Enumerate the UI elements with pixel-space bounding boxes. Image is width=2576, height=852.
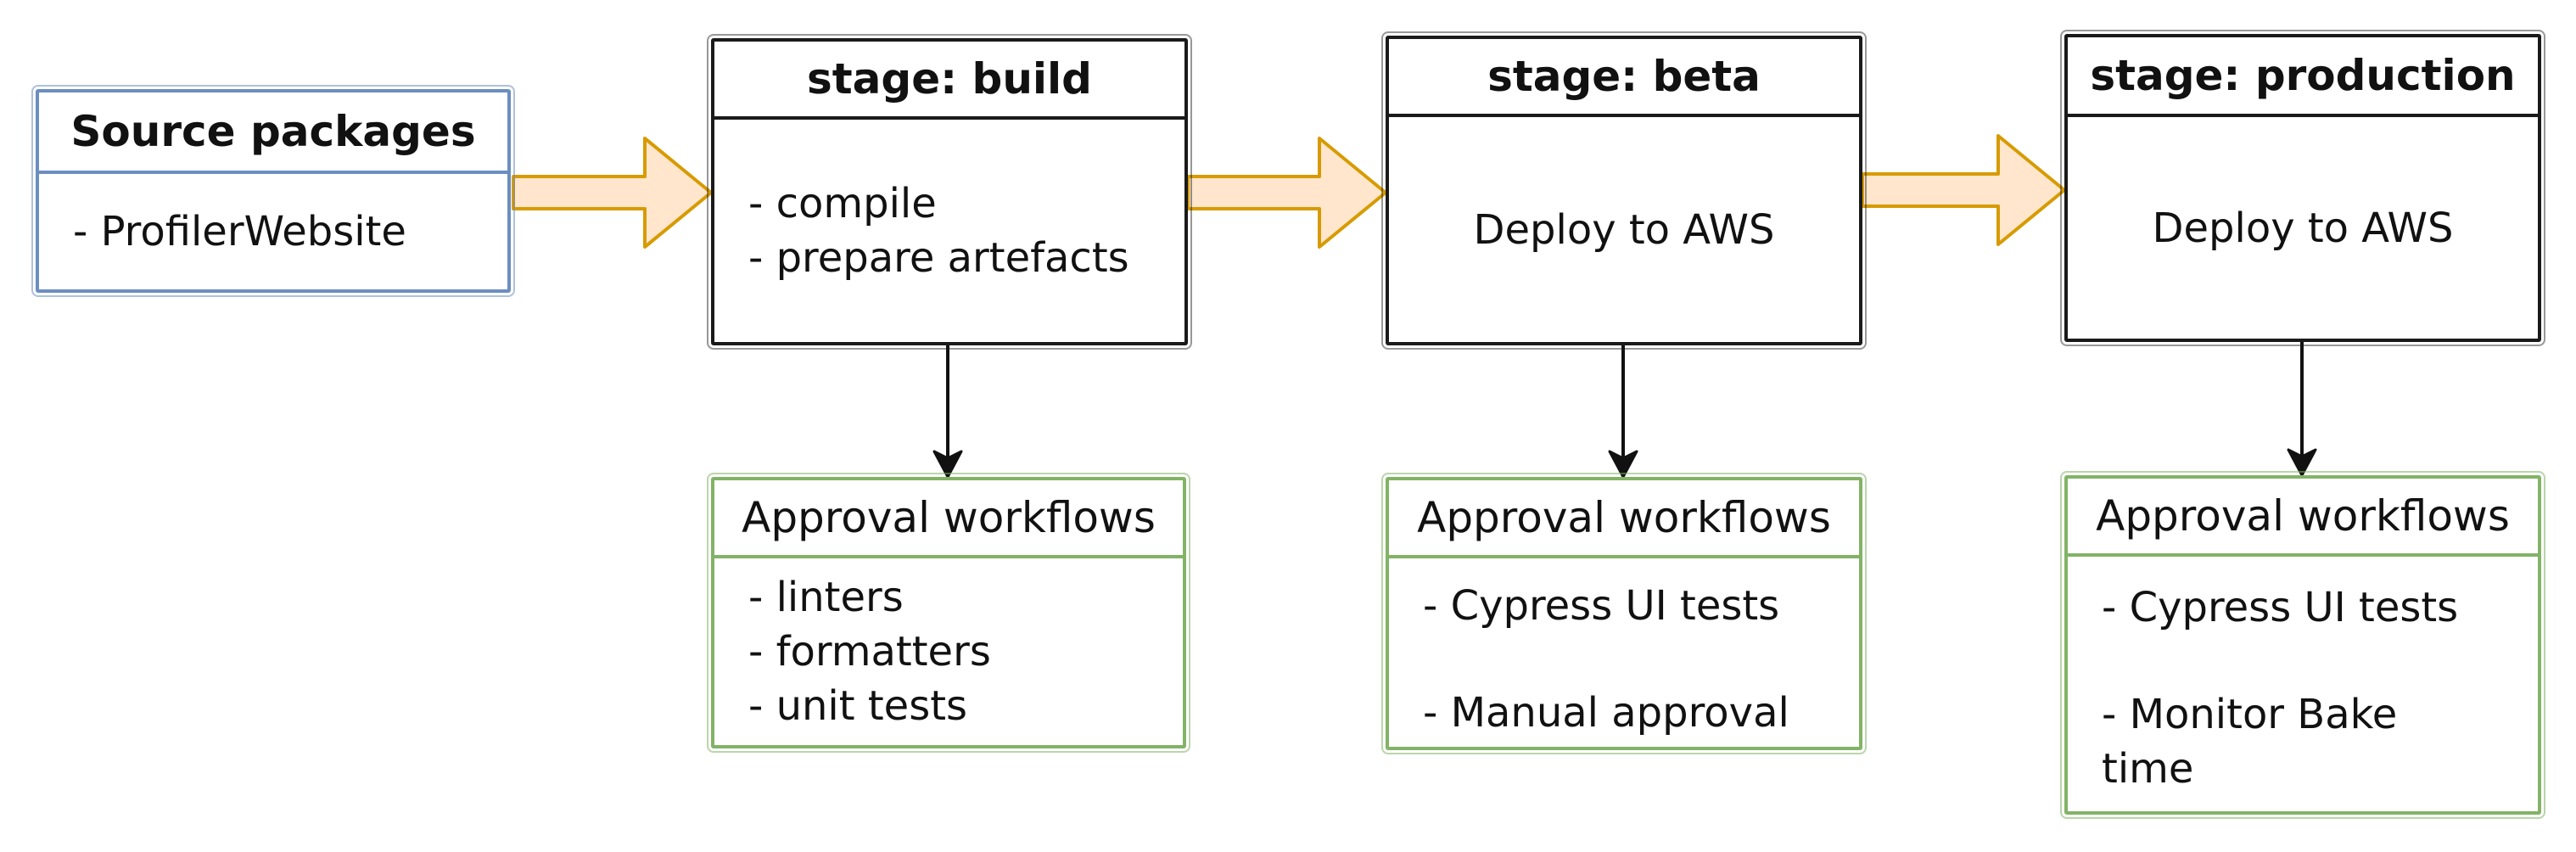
flow-arrow-source-to-build [512, 137, 713, 249]
connector-beta-arrowhead [1608, 450, 1638, 479]
approval-production-box: Approval workflows - Cypress UI tests - … [2060, 471, 2545, 819]
stage-build-step: - compile [748, 180, 937, 227]
stage-build-body: - compile - prepare artefacts [714, 120, 1184, 342]
stage-build-step: - prepare artefacts [748, 234, 1129, 282]
source-packages-title: Source packages [39, 92, 507, 174]
approval-beta-check: - Manual approval [1423, 689, 1789, 737]
approval-build-check: - unit tests [748, 682, 968, 730]
source-packages-box: Source packages - ProfilerWebsite [31, 85, 515, 297]
source-packages-body: - ProfilerWebsite [39, 174, 507, 289]
stage-production-description: Deploy to AWS [2152, 204, 2454, 252]
approval-production-title: Approval workflows [2068, 479, 2538, 557]
approval-beta-check: - Cypress UI tests [1423, 582, 1780, 630]
approval-build-check: - linters [748, 574, 904, 621]
approval-build-body: - linters - formatters - unit tests [714, 558, 1183, 745]
approval-production-check: - Monitor Bake time [2102, 691, 2398, 793]
approval-build-check: - formatters [748, 628, 991, 675]
approval-production-check: - Cypress UI tests [2102, 584, 2459, 631]
approval-build-box: Approval workflows - linters - formatter… [707, 473, 1190, 753]
stage-build-box: stage: build - compile - prepare artefac… [707, 34, 1192, 350]
approval-beta-box: Approval workflows - Cypress UI tests - … [1381, 473, 1867, 754]
approval-build-title: Approval workflows [714, 480, 1183, 558]
stage-production-box: stage: production Deploy to AWS [2060, 30, 2545, 346]
stage-build-title: stage: build [714, 42, 1184, 120]
approval-beta-body: - Cypress UI tests - Manual approval [1389, 558, 1859, 747]
stage-production-title: stage: production [2068, 37, 2538, 117]
stage-beta-box: stage: beta Deploy to AWS [1381, 31, 1867, 350]
stage-beta-description: Deploy to AWS [1473, 205, 1775, 254]
connector-production-arrowhead [2287, 448, 2317, 477]
stage-beta-title: stage: beta [1389, 39, 1859, 117]
approval-beta-title: Approval workflows [1389, 480, 1859, 558]
stage-beta-body: Deploy to AWS [1389, 117, 1859, 342]
flow-arrow-beta-to-production [1861, 134, 2066, 246]
stage-production-body: Deploy to AWS [2068, 117, 2538, 339]
approval-production-body: - Cypress UI tests - Monitor Bake time [2068, 557, 2538, 811]
flow-arrow-build-to-beta [1186, 137, 1387, 249]
source-package-item: - ProfilerWebsite [73, 208, 406, 255]
connector-build-arrowhead [932, 450, 963, 479]
